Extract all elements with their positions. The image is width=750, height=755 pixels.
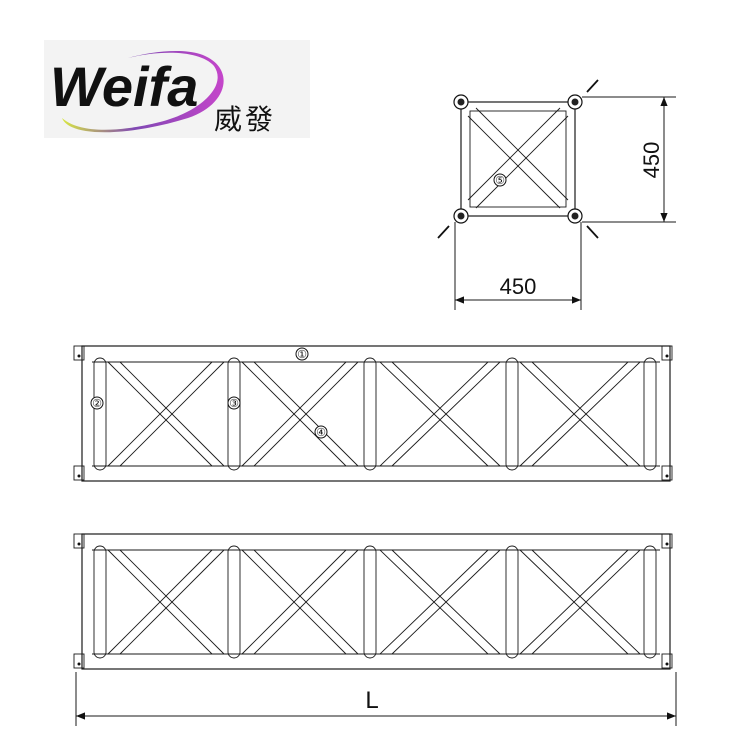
width-dimension-label: 450 (500, 274, 537, 299)
section-diagonal-brace (467, 107, 569, 209)
callout-2-label: ② (92, 398, 102, 410)
weifa-logo: Weifa 威發 (44, 40, 310, 138)
section-inner-frame (469, 110, 567, 208)
callout-4-label: ④ (316, 427, 326, 439)
callout-3-label: ③ (229, 398, 239, 410)
callout-2: ② (90, 396, 104, 410)
callout-3: ③ (227, 396, 241, 410)
side1-end-plate (73, 345, 673, 481)
logo-background (44, 40, 310, 138)
side2-vertical-member (93, 545, 657, 659)
length-dimension-label: L (365, 687, 378, 714)
side1-diagonal-brace (107, 361, 641, 467)
callout-4: ④ (314, 425, 328, 439)
side2-outer-frame (81, 533, 671, 670)
side-view-1: ① ② ③ ④ (73, 345, 673, 482)
side1-vertical-member (93, 357, 657, 471)
logo-swoosh (62, 51, 224, 133)
length-dimension: L (75, 672, 677, 726)
section-corner-tick (437, 79, 599, 239)
callout-1-label: ① (297, 349, 307, 361)
cross-section-view: ⑤ 450 450 (437, 79, 676, 310)
side2-diagonal-brace (107, 549, 641, 655)
section-outer-frame (460, 101, 576, 217)
callout-1: ① (295, 347, 309, 361)
height-dimension: 450 (582, 96, 676, 223)
side-view-2: L (73, 533, 677, 726)
callout-5-label: ⑤ (495, 175, 505, 187)
width-dimension: 450 (454, 222, 582, 310)
logo-brand-chinese: 威發 (214, 104, 276, 135)
height-dimension-label: 450 (639, 142, 664, 179)
section-chord-tube (453, 94, 583, 224)
side2-end-plate (73, 533, 673, 669)
callout-5: ⑤ (493, 173, 507, 187)
side1-outer-frame (81, 345, 671, 482)
logo-brand-latin: Weifa (50, 55, 198, 118)
